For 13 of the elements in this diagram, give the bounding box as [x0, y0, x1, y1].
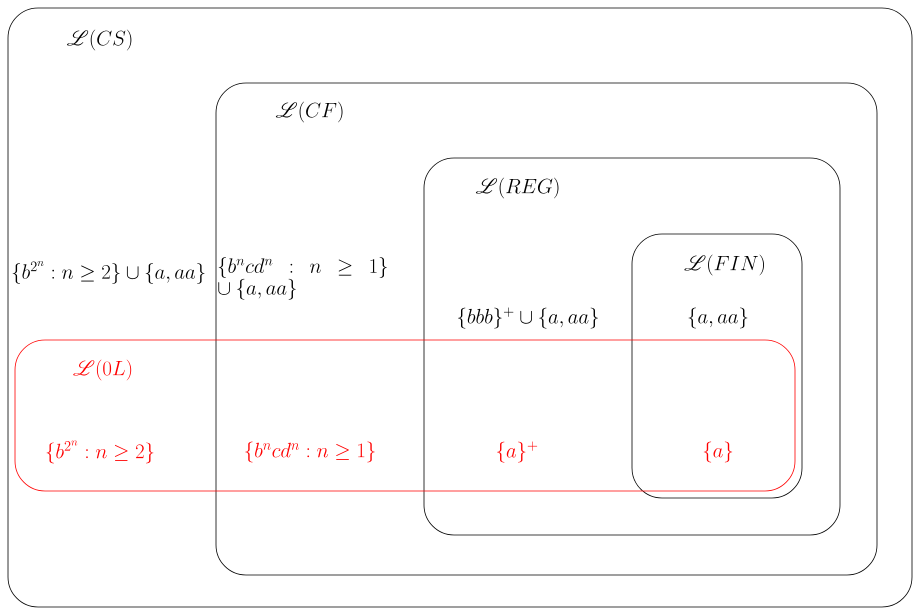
language-example: $\{bbb\}^+\cup\{a,aa\}$ — [458, 307, 598, 328]
language-example: $\{b^{2^n} : n\geq 2\}\allowbreak\cup\{a,aa\}$ — [12, 261, 205, 284]
set-label: $\mathscr{L}(CS)$ — [67, 30, 132, 50]
language-example: $\{a\}^+$ — [497, 441, 538, 462]
language-example: $\{a,aa\}$ — [688, 308, 748, 328]
language-example: $\{b^{2^n} : n\geq 2\}$ — [46, 440, 154, 464]
language-example: $\{a\}$ — [704, 442, 732, 462]
set-label: $\mathscr{L}(CF)$ — [276, 102, 342, 122]
set-label: $\mathscr{L}(0L)$ — [73, 360, 132, 380]
language-example: $\{b^ncd^n : n\geq 1\}\allowbreak\cup\{a,aa\}$ — [218, 257, 387, 300]
language-example: $\{b^ncd^n : n\geq 1\}$ — [245, 442, 375, 462]
set-label: $\mathscr{L}(FIN)$ — [684, 254, 764, 276]
set-label: $\mathscr{L}(REG)$ — [476, 178, 558, 198]
